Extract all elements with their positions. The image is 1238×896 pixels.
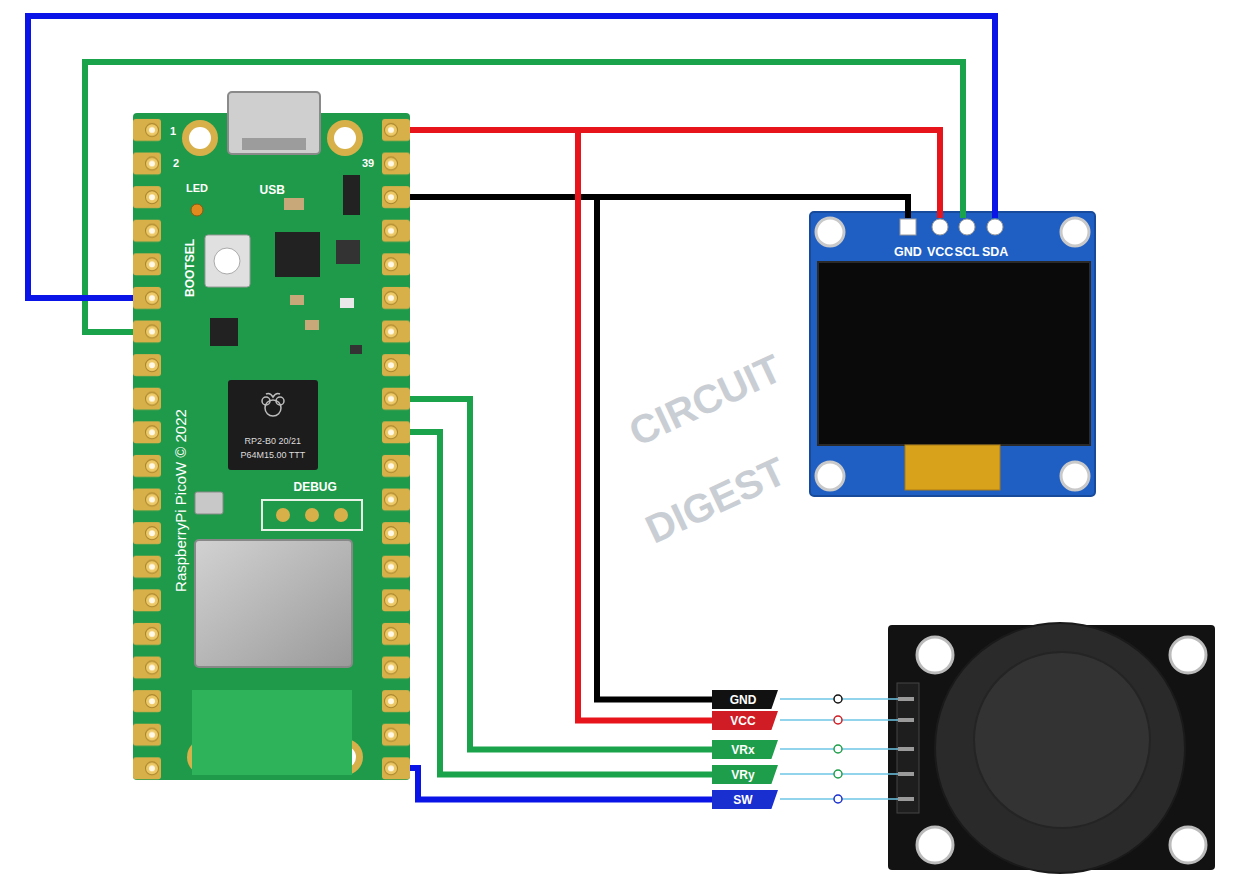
pin-label: GND xyxy=(894,246,922,259)
pin-tag-label: GND xyxy=(730,694,761,706)
board-print: BOOTSEL xyxy=(184,239,196,297)
board-print: RaspberryPi PicoW © 2022 xyxy=(172,409,187,592)
wire xyxy=(410,130,940,218)
board-print: 2 xyxy=(173,158,179,169)
wire xyxy=(28,16,995,298)
board-print: 39 xyxy=(362,158,374,169)
pin-tag: SW xyxy=(712,790,778,809)
pin-label: SDA xyxy=(982,246,1008,259)
wire xyxy=(410,768,712,800)
wire xyxy=(410,197,712,700)
pin-tag: VRy xyxy=(712,765,778,784)
watermark: DIGEST xyxy=(639,450,791,549)
board-print: DEBUG xyxy=(294,481,337,493)
joystick-module-art xyxy=(888,623,1215,873)
pin-tag-label: SW xyxy=(733,794,756,806)
pin-label: SCL xyxy=(955,246,980,259)
pin-tag: GND xyxy=(712,690,778,709)
watermark: CIRCUIT xyxy=(623,348,787,453)
board-print: 1 xyxy=(170,126,176,137)
pin-tag: VCC xyxy=(712,711,778,730)
pin-tag-label: VCC xyxy=(730,715,759,727)
leader-lines xyxy=(780,699,898,799)
pin-label: VCC xyxy=(927,246,953,259)
oled-module: GND VCCSCLSDA xyxy=(810,218,1095,496)
pin-tag-label: VRx xyxy=(731,744,758,756)
board-print: LED xyxy=(186,183,208,194)
pin-circles xyxy=(834,695,842,803)
pico-board: 1 2 39LED USB BOOTSEL RP2-B0 20/21P64M15.00 T… xyxy=(133,113,410,780)
board-print: RP2-B0 20/21 xyxy=(245,437,302,446)
board-print: P64M15.00 TTT xyxy=(241,451,306,460)
wire xyxy=(410,399,712,750)
board-print: USB xyxy=(260,184,285,196)
oled-module-art xyxy=(810,212,1095,496)
pin-tag: VRx xyxy=(712,740,778,759)
wire xyxy=(410,432,712,775)
pico-board-art xyxy=(133,92,410,785)
pin-tag-label: VRy xyxy=(731,769,758,781)
wire xyxy=(410,197,908,218)
